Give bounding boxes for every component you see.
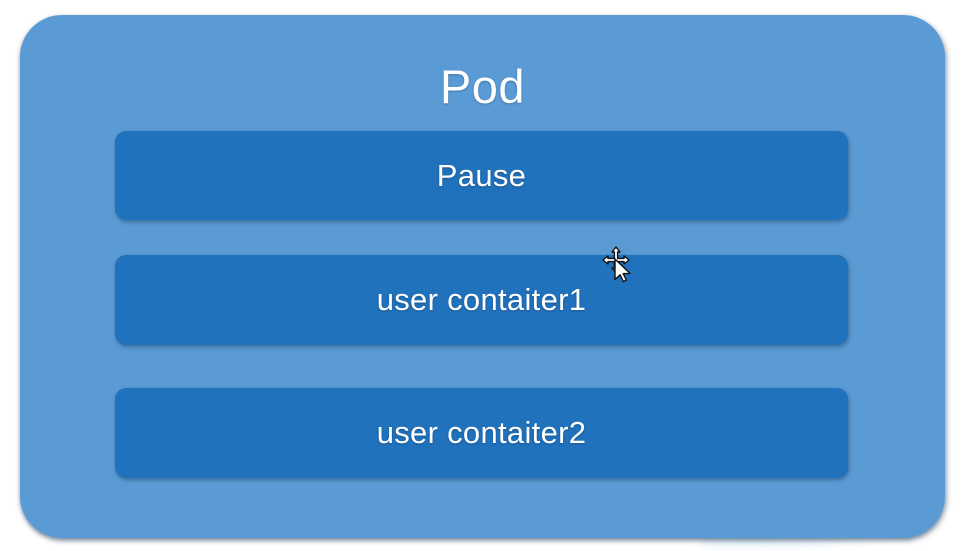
container-label: Pause — [436, 157, 527, 193]
container-label: user contaiter1 — [376, 282, 587, 317]
container-box-user1[interactable]: user contaiter1 — [115, 255, 848, 345]
container-label: user contaiter2 — [376, 415, 587, 450]
container-box-pause[interactable]: Pause — [115, 131, 848, 220]
container-box-user2[interactable]: user contaiter2 — [115, 388, 848, 478]
pod-title: Pod — [439, 60, 526, 113]
pod-container: Pod Pause user contaiter1 user contaiter… — [20, 15, 945, 538]
